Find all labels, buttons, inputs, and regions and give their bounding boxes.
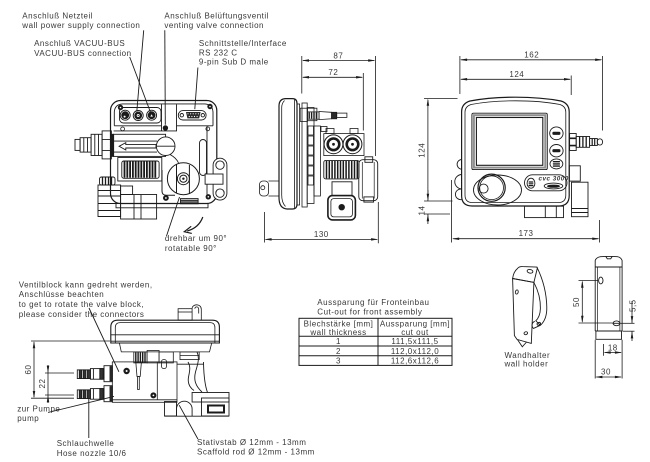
svg-text:Stativstab Ø 12mm - 13mm: Stativstab Ø 12mm - 13mm bbox=[197, 438, 306, 447]
svg-text:60: 60 bbox=[24, 365, 33, 375]
svg-text:Anschlüsse beachten: Anschlüsse beachten bbox=[19, 290, 105, 299]
svg-text:72: 72 bbox=[328, 68, 338, 77]
svg-text:Cut-out for front assembly: Cut-out for front assembly bbox=[317, 307, 422, 316]
svg-text:87: 87 bbox=[333, 51, 343, 60]
svg-text:3: 3 bbox=[336, 357, 341, 366]
svg-text:zur Pumpe: zur Pumpe bbox=[17, 405, 60, 414]
svg-text:cvc 3000: cvc 3000 bbox=[539, 176, 569, 183]
svg-text:drehbar um 90°: drehbar um 90° bbox=[165, 234, 227, 243]
svg-text:Ventilblock kann gedreht werde: Ventilblock kann gedreht werden, bbox=[19, 280, 153, 289]
svg-text:VACUU-BUS connection: VACUU-BUS connection bbox=[34, 49, 131, 58]
svg-text:wall thickness: wall thickness bbox=[309, 328, 366, 337]
svg-text:130: 130 bbox=[314, 230, 329, 239]
svg-text:Hose nozzle 10/6: Hose nozzle 10/6 bbox=[57, 449, 127, 458]
svg-text:pump: pump bbox=[17, 414, 39, 423]
svg-text:124: 124 bbox=[418, 143, 427, 158]
svg-text:Blechstärke [mm]: Blechstärke [mm] bbox=[304, 320, 374, 329]
svg-text:RS 232 C: RS 232 C bbox=[199, 48, 238, 57]
svg-text:1: 1 bbox=[336, 337, 341, 346]
svg-text:22: 22 bbox=[38, 379, 47, 389]
svg-text:124: 124 bbox=[509, 70, 524, 79]
svg-text:Schlauchwelle: Schlauchwelle bbox=[57, 439, 115, 448]
svg-text:9-pin Sub D male: 9-pin Sub D male bbox=[199, 58, 269, 67]
svg-text:Aussparung [mm]: Aussparung [mm] bbox=[380, 320, 450, 329]
svg-text:cut out: cut out bbox=[401, 328, 429, 337]
svg-text:111,5x111,5: 111,5x111,5 bbox=[391, 337, 438, 346]
svg-text:30: 30 bbox=[601, 368, 611, 377]
svg-text:112,6x112,6: 112,6x112,6 bbox=[391, 357, 439, 366]
svg-text:Aussparung für Fronteinbau: Aussparung für Fronteinbau bbox=[317, 298, 429, 307]
svg-text:50: 50 bbox=[572, 297, 581, 307]
svg-text:Anschluß VACUU-BUS: Anschluß VACUU-BUS bbox=[34, 39, 125, 48]
svg-text:112,0x112,0: 112,0x112,0 bbox=[391, 347, 439, 356]
svg-text:wall holder: wall holder bbox=[504, 360, 549, 369]
svg-text:Schnittstelle/Interface: Schnittstelle/Interface bbox=[199, 39, 287, 48]
svg-text:rotatable 90°: rotatable 90° bbox=[165, 244, 217, 253]
svg-text:please consider the connectors: please consider the connectors bbox=[19, 310, 145, 319]
svg-text:173: 173 bbox=[519, 229, 534, 238]
svg-text:162: 162 bbox=[524, 50, 539, 59]
svg-text:Anschluß Belüftungsventil: Anschluß Belüftungsventil bbox=[164, 12, 269, 21]
svg-text:venting valve connection: venting valve connection bbox=[164, 21, 264, 30]
svg-text:to get to rotate the valve blo: to get to rotate the valve block, bbox=[19, 300, 144, 309]
svg-text:14: 14 bbox=[418, 206, 427, 216]
svg-text:18: 18 bbox=[608, 344, 618, 353]
svg-text:Scaffold rod Ø 12mm - 13mm: Scaffold rod Ø 12mm - 13mm bbox=[197, 448, 315, 457]
svg-text:5,5: 5,5 bbox=[629, 299, 638, 312]
svg-text:wall power supply connection: wall power supply connection bbox=[21, 21, 140, 30]
svg-text:Wandhalter: Wandhalter bbox=[505, 351, 551, 360]
svg-text:Anschluß Netzteil: Anschluß Netzteil bbox=[22, 12, 93, 21]
svg-text:2: 2 bbox=[336, 347, 341, 356]
